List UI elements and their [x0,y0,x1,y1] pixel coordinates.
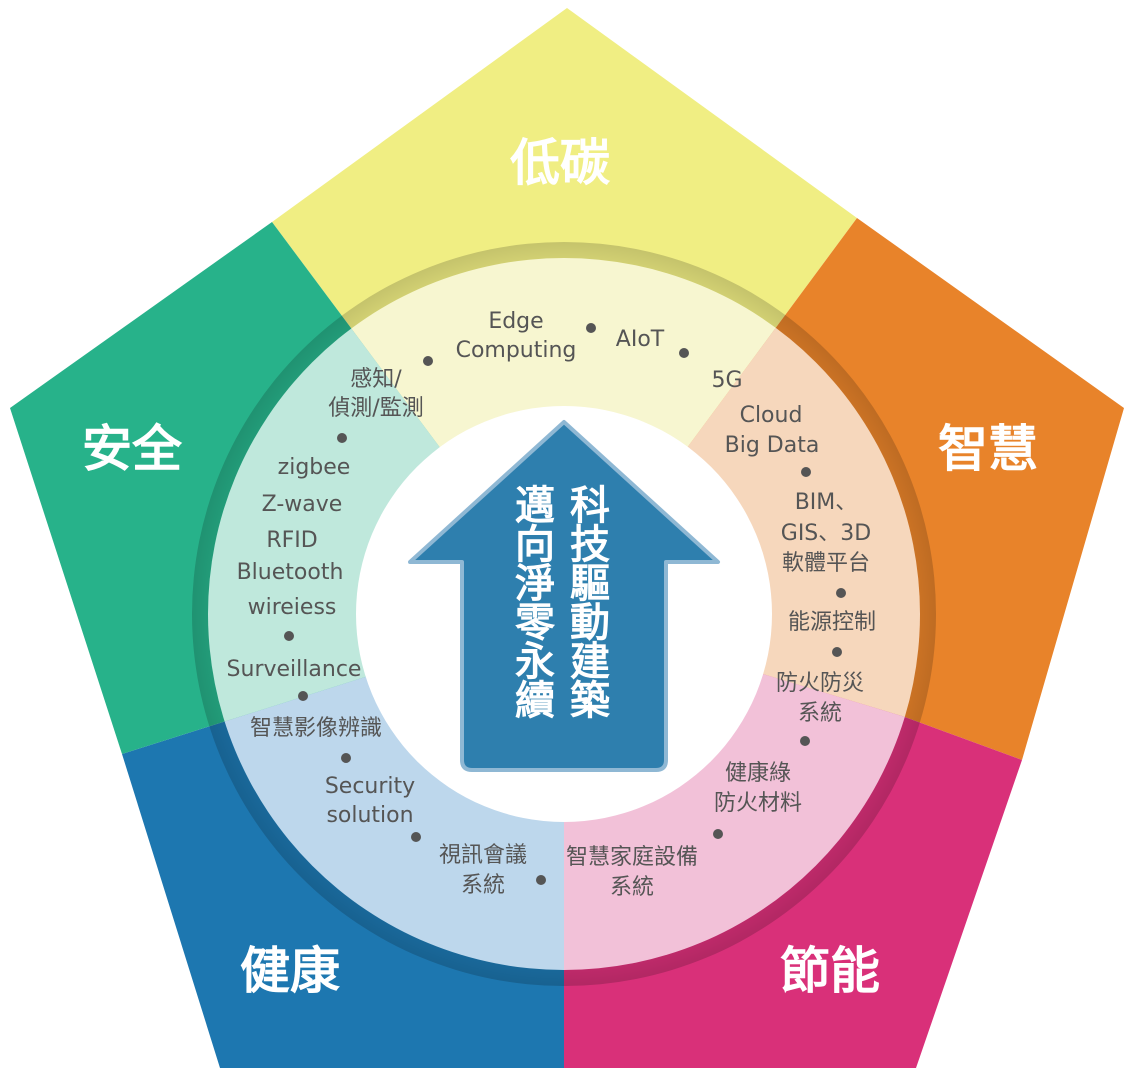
tech-video-line1: 視訊會議 [439,843,527,868]
separator-dot [832,647,842,657]
separator-dot [284,631,294,641]
center-char: 科 [570,483,610,529]
separator-dot [801,467,811,477]
center-char: 續 [515,678,555,724]
tech-edge-line1: Edge [488,309,543,334]
tech-surveillance: Surveillance [227,657,362,682]
center-char: 動 [570,600,610,646]
tech-video-line2: 系統 [461,873,505,898]
center-char: 零 [515,600,556,646]
separator-dot [800,736,810,746]
tech-rfid: RFID [266,528,317,553]
center-char: 邁 [515,483,555,529]
center-char: 技 [570,522,610,568]
sector-label-low-carbon: 低碳 [510,134,611,192]
separator-dot [586,323,596,333]
separator-dot [423,356,433,366]
center-column-left: 邁 向 淨 零 永 續 [515,483,556,724]
tech-fire-line1: 防火防災 [776,671,864,696]
tech-bigdata: Big Data [725,433,820,458]
tech-5g: 5G [711,368,742,393]
sector-label-energy-saving: 節能 [780,942,880,1000]
sector-label-safety: 安全 [82,420,183,478]
tech-bluetooth: Bluetooth [237,560,344,585]
tech-green-line2: 防火材料 [714,791,802,816]
tech-energy-control: 能源控制 [788,610,876,635]
tech-wireless: wireiess [248,595,337,620]
center-up-arrow [408,420,720,772]
center-char: 永 [515,639,555,685]
separator-dot [536,875,546,885]
sector-label-smart: 智慧 [938,420,1038,478]
separator-dot [836,588,846,598]
center-char: 淨 [515,561,555,607]
sector-label-health: 健康 [240,942,340,1000]
separator-dot [341,753,351,763]
separator-dot [337,433,347,443]
tech-edge-line2: Computing [456,338,577,363]
separator-dot [298,691,308,701]
tech-aiot: AIoT [616,327,665,352]
center-column-right: 科 技 驅 動 建 築 [570,483,611,724]
tech-home-line2: 系統 [610,875,654,900]
center-char: 建 [570,639,610,685]
tech-cloud: Cloud [740,403,803,428]
tech-bim-line1: BIM、 [795,490,858,515]
separator-dot [411,832,421,842]
separator-dot [679,348,689,358]
tech-sense-line2: 偵測/監測 [328,396,423,421]
separator-dot [713,829,723,839]
tech-bim-line3: 軟體平台 [782,551,870,576]
tech-security-line1: Security [325,774,415,799]
center-char: 築 [570,678,611,724]
tech-fire-line2: 系統 [798,701,842,726]
tech-zwave: Z-wave [262,492,343,517]
tech-image-recog: 智慧影像辨識 [250,716,382,741]
tech-bim-line2: GIS、3D [781,521,871,546]
tech-zigbee: zigbee [278,455,351,480]
center-char: 向 [515,522,555,568]
tech-green-line1: 健康綠 [725,761,791,786]
tech-home-line1: 智慧家庭設備 [566,845,698,870]
tech-security-line2: solution [326,803,413,828]
center-char: 驅 [570,561,610,607]
tech-sense-line1: 感知/ [350,367,402,392]
